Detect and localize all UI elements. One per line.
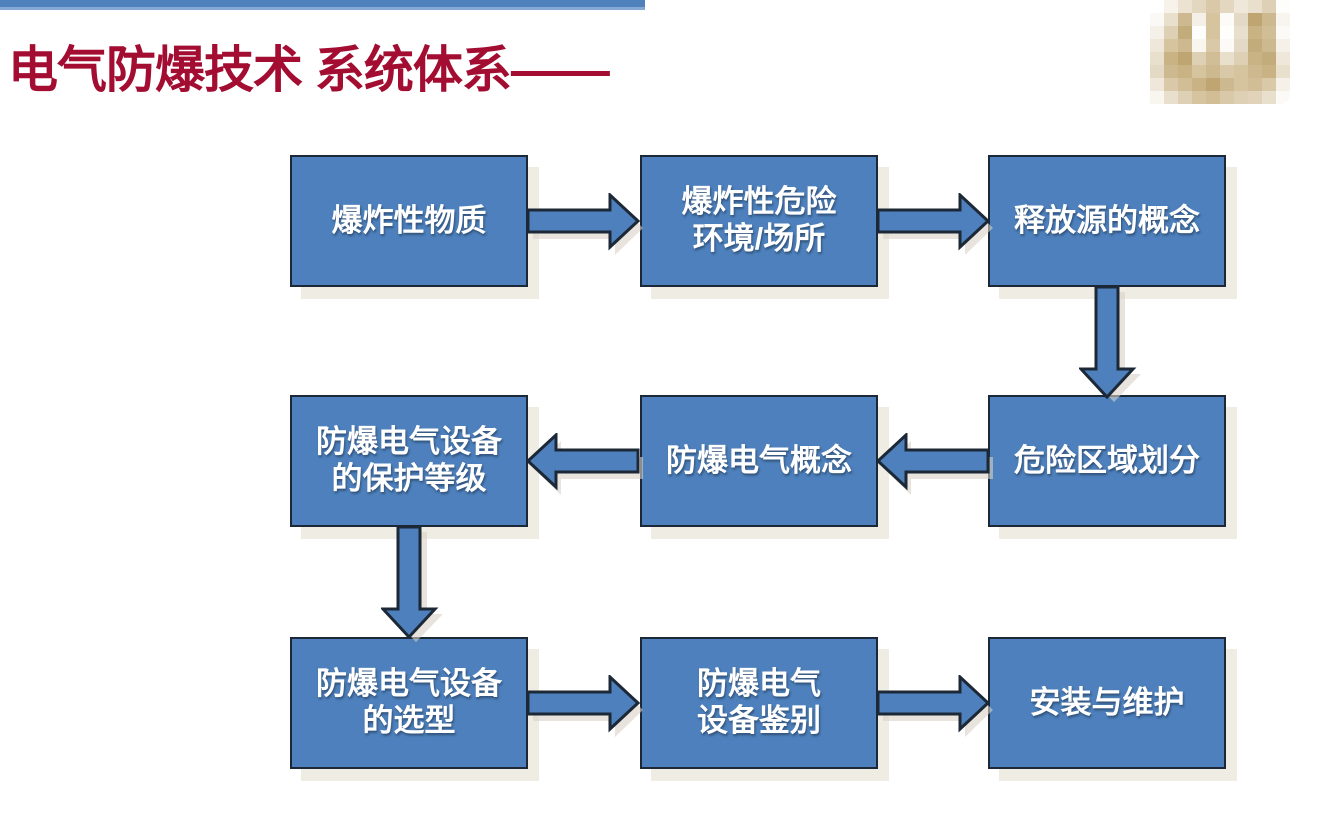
connector-arrow-right-n1-n2 (526, 193, 643, 255)
flow-box-equipment-selection: 防爆电气设备 的选型 (290, 637, 528, 769)
flow-box-installation-maintenance: 安装与维护 (988, 637, 1226, 769)
connector-arrow-right-n2-n3 (876, 193, 993, 255)
connector-arrow-down-n3-n4 (1079, 285, 1141, 402)
flow-box-release-source-concept: 释放源的概念 (988, 155, 1226, 287)
flow-box-equipment-protection-level: 防爆电气设备 的保护等级 (290, 395, 528, 527)
flow-box-explosive-substances: 爆炸性物质 (290, 155, 528, 287)
flow-box-hazard-zone-classification: 危险区域划分 (988, 395, 1226, 527)
flow-box-explosive-hazard-area: 爆炸性危险 环境/场所 (640, 155, 878, 287)
connector-arrow-left-n5-n6 (526, 433, 643, 495)
connector-arrow-right-n7-n8 (526, 675, 643, 737)
flow-box-equipment-identification: 防爆电气 设备鉴别 (640, 637, 878, 769)
slide-title: 电气防爆技术 系统体系—— (8, 42, 610, 98)
top-accent-bar (0, 0, 645, 10)
connector-arrow-down-n6-n7 (381, 525, 443, 642)
connector-arrow-left-n4-n5 (876, 433, 993, 495)
logo-image (1150, 0, 1290, 104)
flow-box-explosionproof-concept: 防爆电气概念 (640, 395, 878, 527)
connector-arrow-right-n8-n9 (876, 675, 993, 737)
